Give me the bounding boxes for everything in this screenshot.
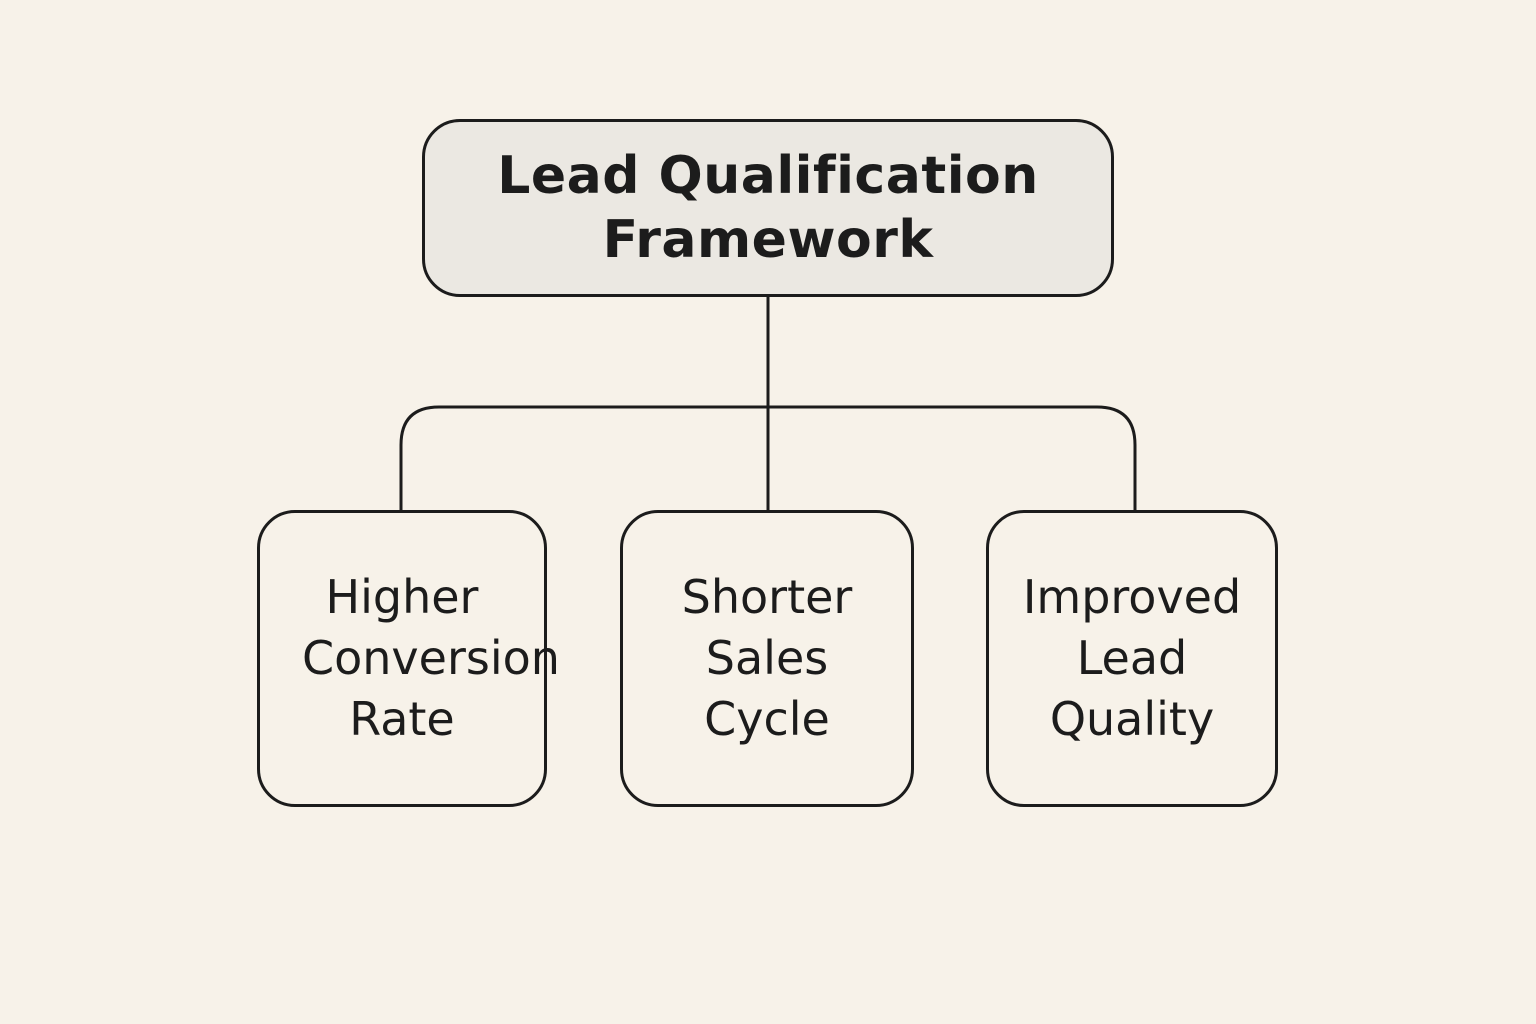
child-node-improved-lead-quality: Improved Lead Quality <box>986 510 1278 807</box>
child-node-shorter-sales-cycle: Shorter Sales Cycle <box>620 510 914 807</box>
child-node-label: Higher Conversion Rate <box>302 570 560 746</box>
root-node-label: Lead Qualification Framework <box>497 146 1039 270</box>
child-node-label: Shorter Sales Cycle <box>681 570 853 746</box>
root-node: Lead Qualification Framework <box>422 119 1114 297</box>
child-node-higher-conversion-rate: Higher Conversion Rate <box>257 510 560 807</box>
branch-connector <box>399 405 1137 512</box>
child-node-label: Improved Lead Quality <box>1022 570 1242 746</box>
